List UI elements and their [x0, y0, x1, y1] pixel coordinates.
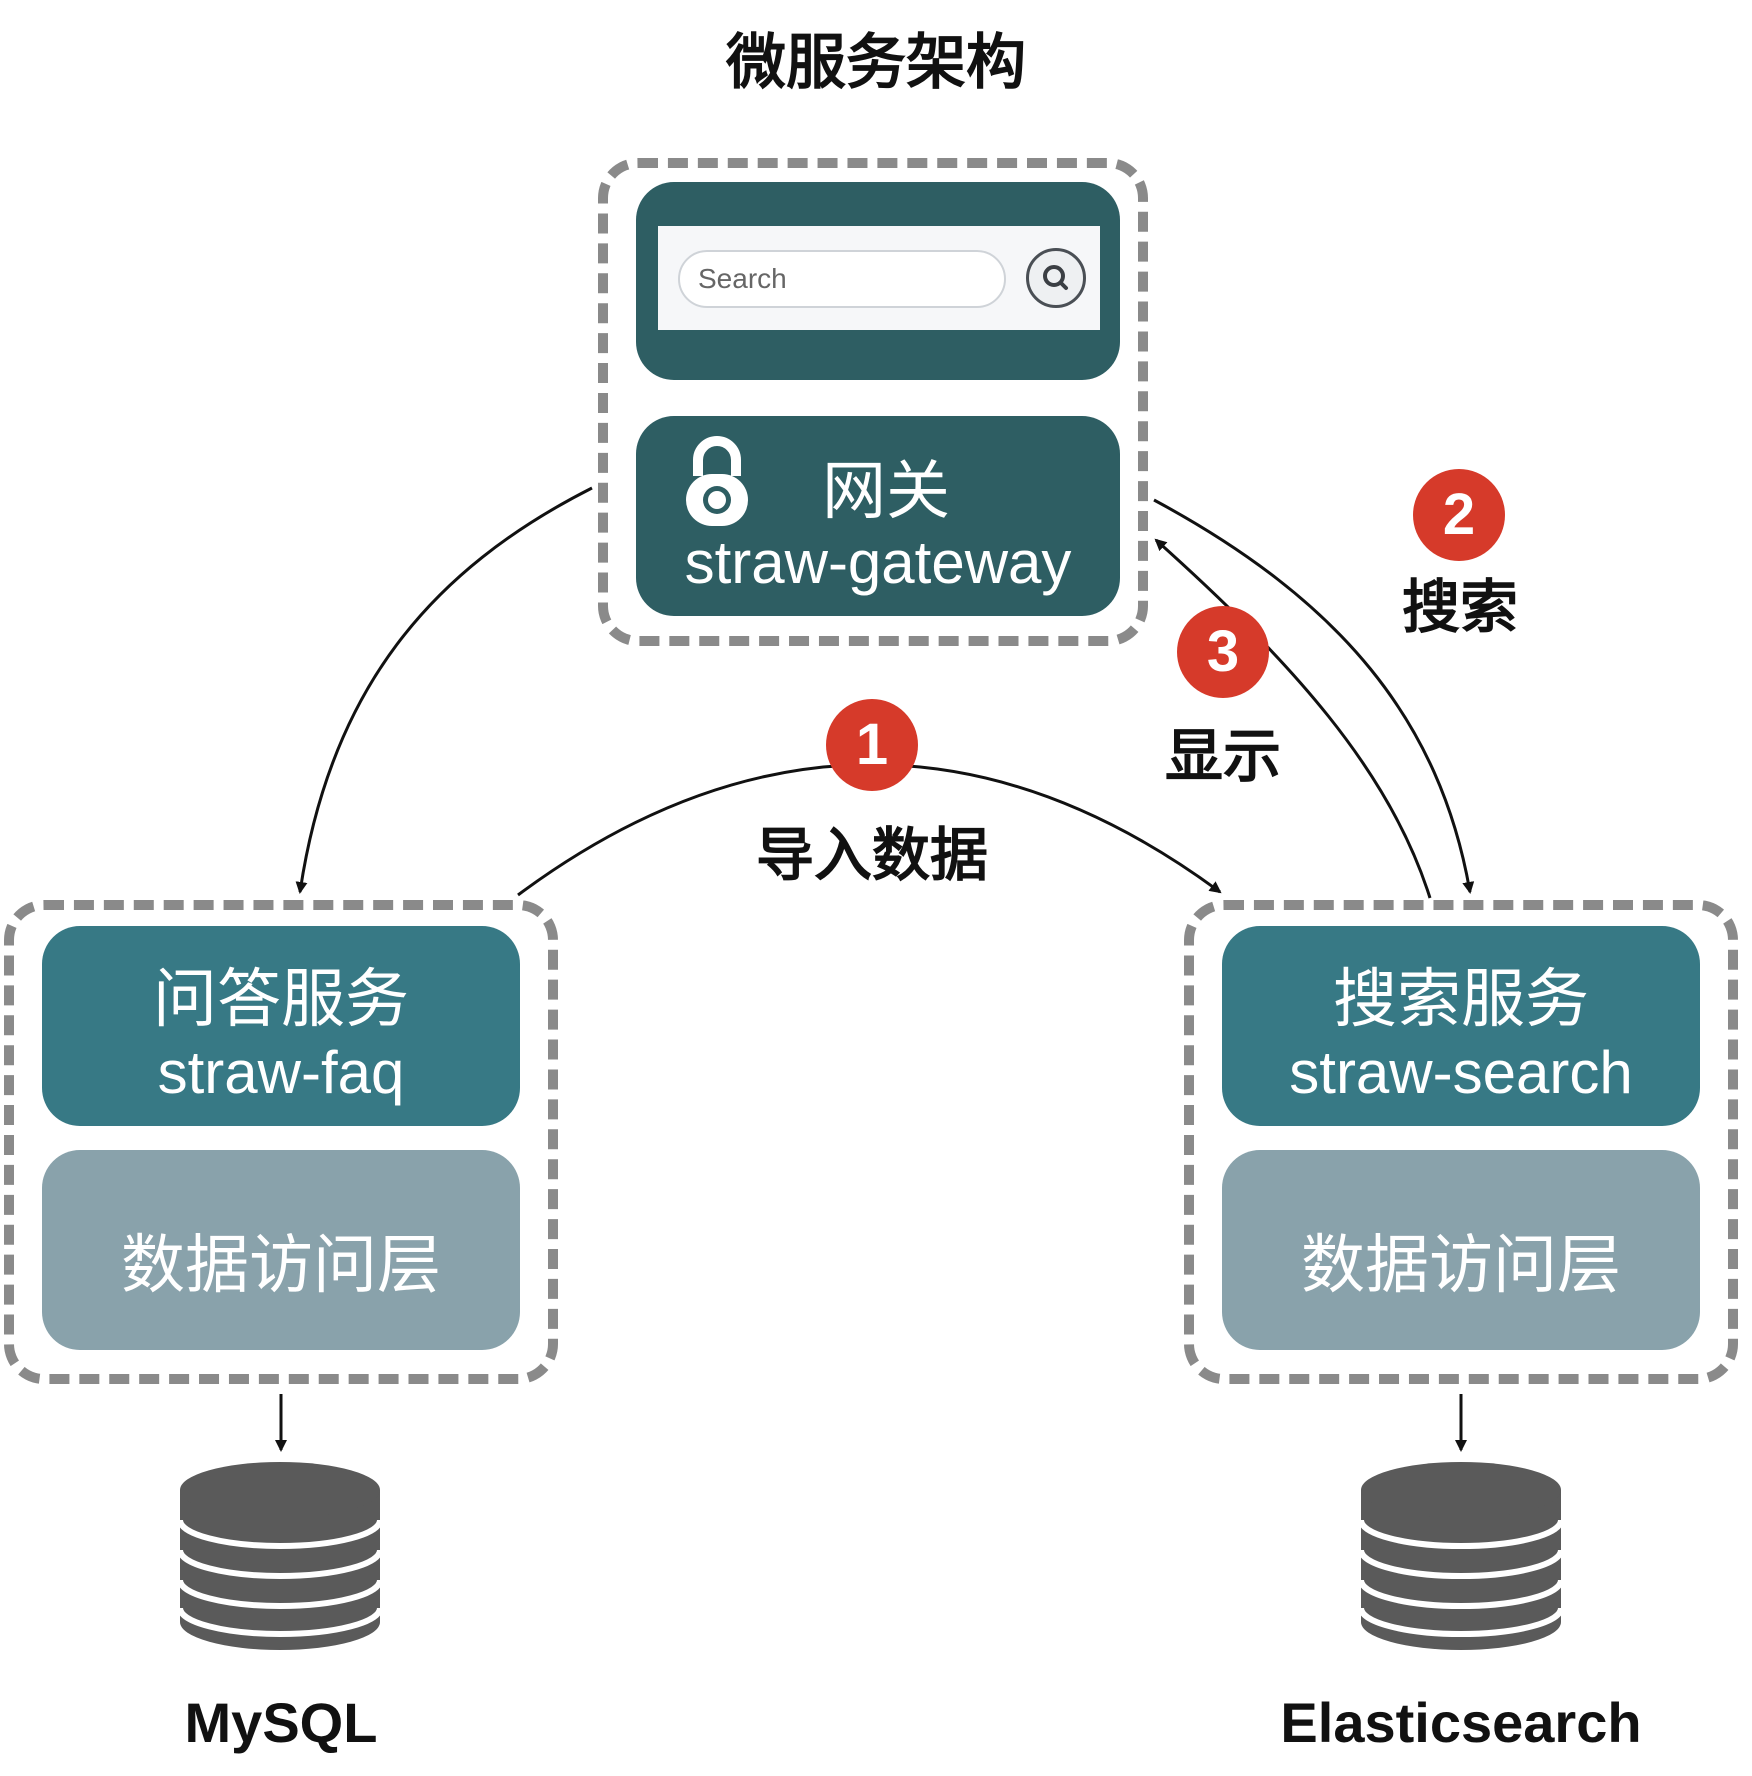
elasticsearch-label: Elasticsearch [1280, 1691, 1642, 1754]
diagram-title: 微服务架构 [726, 28, 1026, 98]
arrow-gateway-to-search [1153, 498, 1475, 894]
faq-name-cn: 问答服务 [153, 963, 409, 1037]
arrow-search-to-gateway [1154, 538, 1432, 899]
search-input[interactable] [678, 250, 1006, 308]
search-button[interactable] [1026, 248, 1086, 308]
search-name-en: straw-search [1289, 1039, 1633, 1106]
search-frame [1184, 900, 1738, 1384]
gateway-search-panel [636, 182, 1120, 380]
search-service-panel: 搜索服务 straw-search [1222, 926, 1700, 1126]
database-icon [1358, 1462, 1564, 1650]
database-icon [177, 1462, 383, 1650]
mysql-label: MySQL [184, 1691, 378, 1754]
faq-frame [4, 900, 558, 1384]
faq-name-en: straw-faq [157, 1039, 405, 1106]
search-name-cn: 搜索服务 [1333, 963, 1589, 1037]
search-data-layer-label: 数据访问层 [1301, 1229, 1621, 1303]
faq-service-panel: 问答服务 straw-faq [42, 926, 520, 1126]
step-label-1: 导入数据 [755, 821, 988, 889]
step-badge-1: 1 [826, 699, 918, 791]
gateway-name-cn: 网关 [822, 455, 950, 529]
arrow-gateway-to-faq [295, 486, 593, 894]
faq-data-layer-label: 数据访问层 [121, 1229, 441, 1303]
search-icon [1043, 265, 1068, 290]
gateway-frame [598, 158, 1148, 646]
step-badge-2: 2 [1413, 469, 1505, 561]
gateway-name-en: straw-gateway [684, 529, 1072, 596]
lock-icon [686, 436, 748, 526]
step-badge-3: 3 [1177, 606, 1269, 698]
search-bar [658, 226, 1100, 330]
faq-data-layer-panel: 数据访问层 [42, 1150, 520, 1350]
search-data-layer-panel: 数据访问层 [1222, 1150, 1700, 1350]
step-label-3: 显示 [1164, 722, 1281, 790]
gateway-service-panel: 网关 straw-gateway [636, 416, 1120, 616]
step-label-2: 搜索 [1401, 573, 1518, 641]
